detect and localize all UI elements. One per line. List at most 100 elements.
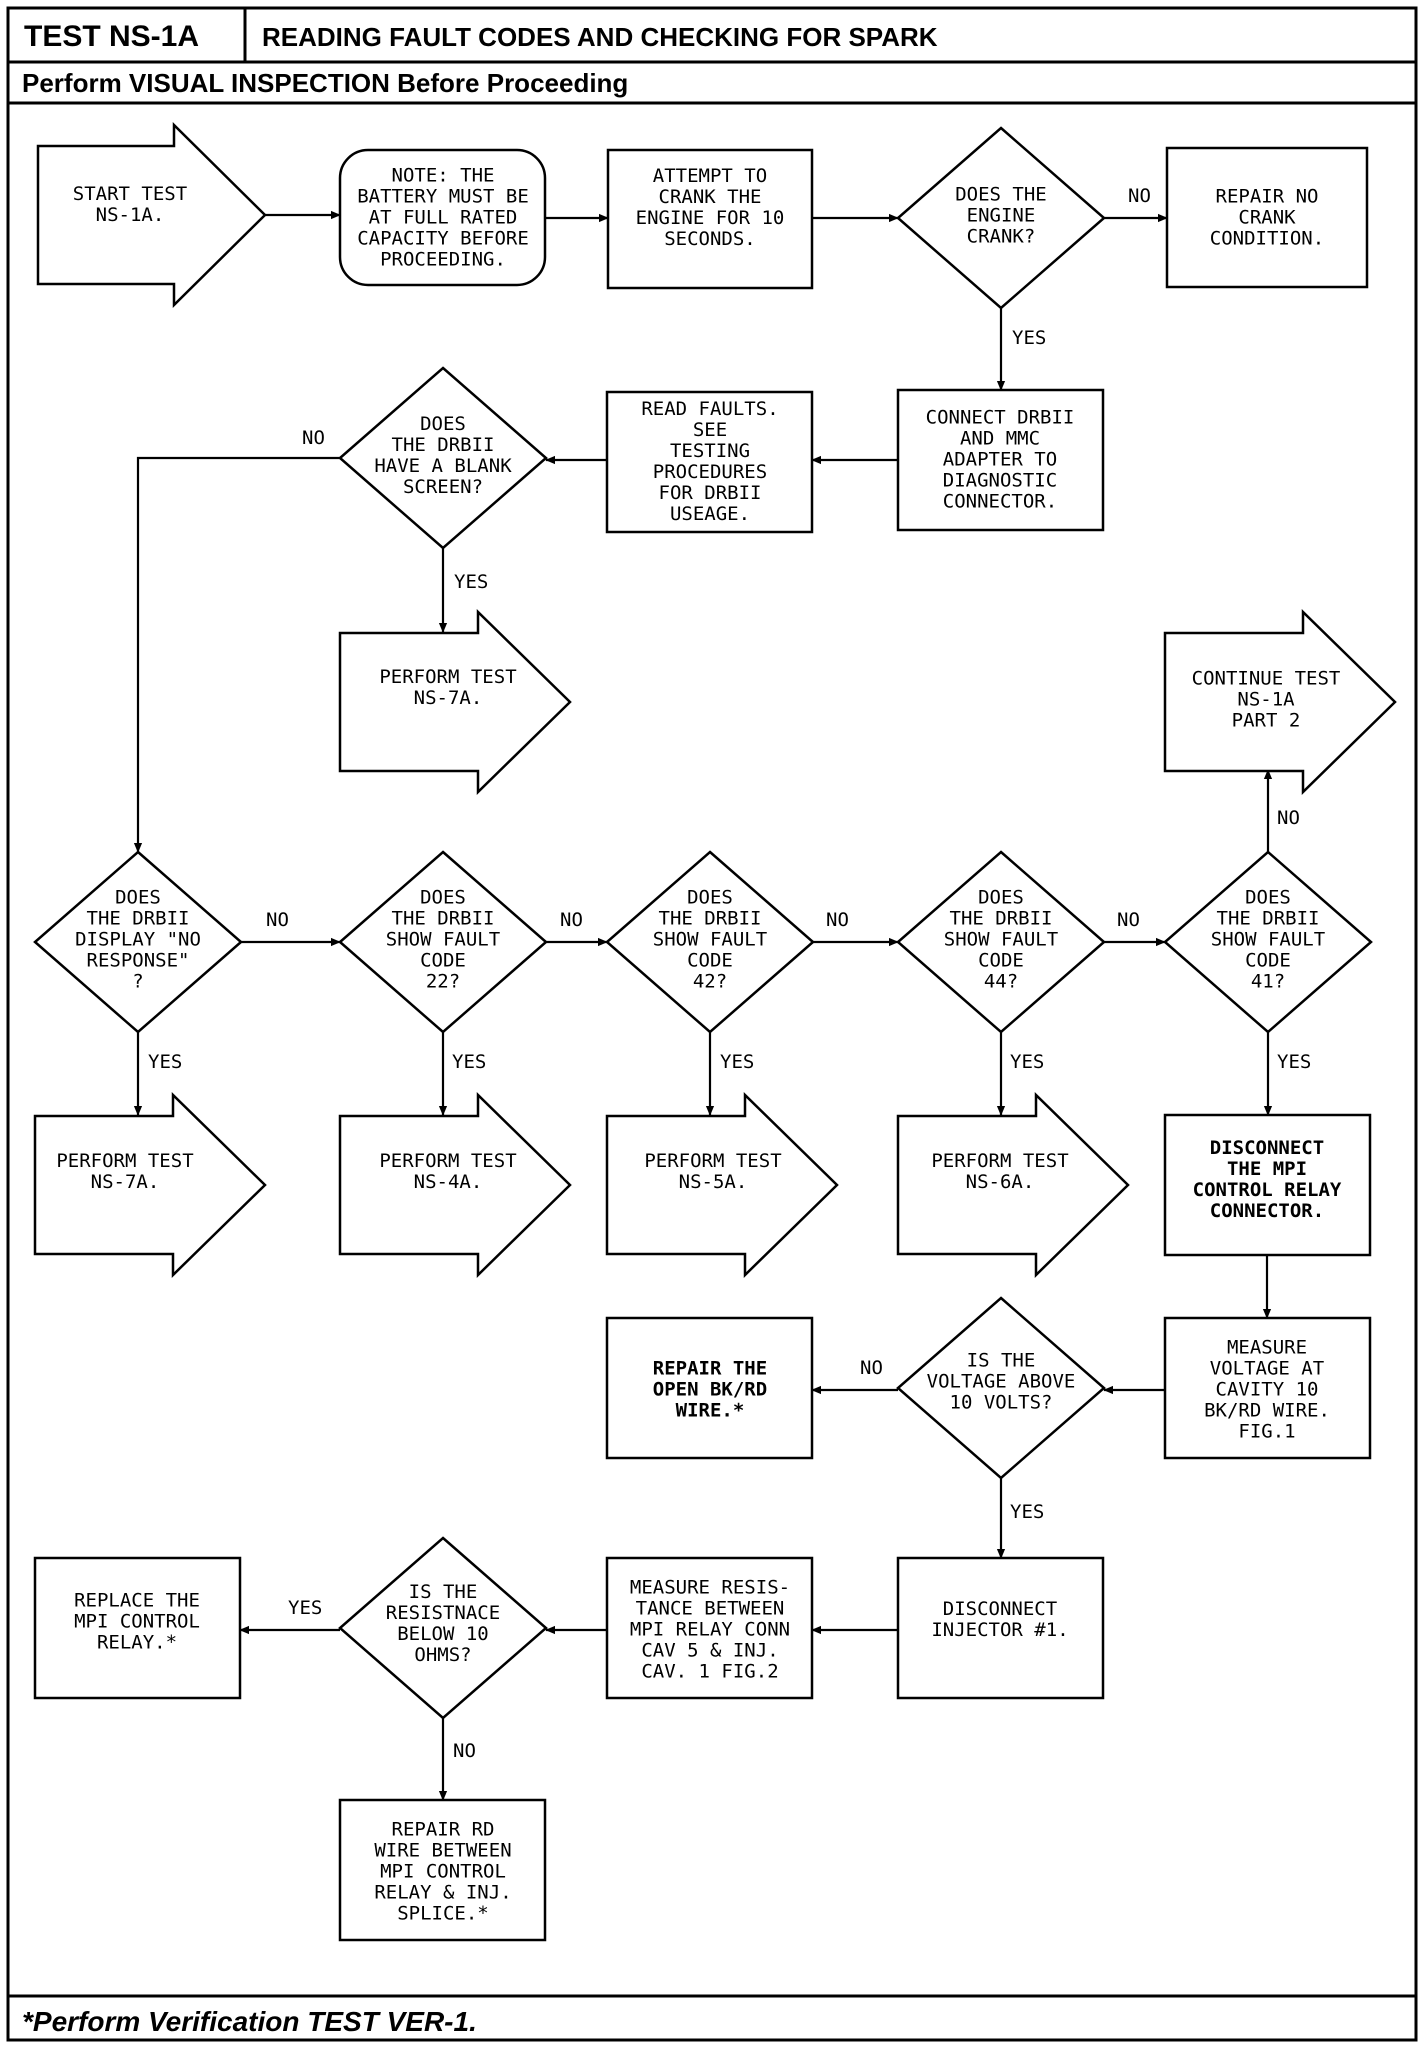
step-text-line: ENGINE bbox=[967, 205, 1036, 227]
diamond-shape bbox=[338, 366, 548, 550]
step-text-line: MPI RELAY CONN bbox=[630, 1619, 790, 1641]
step-text-line: NS-1A. bbox=[96, 204, 165, 226]
step-text-line: ADAPTER TO bbox=[943, 449, 1057, 471]
step-text-line: SPLICE.* bbox=[397, 1903, 489, 1925]
step-text-line: ENGINE FOR 10 bbox=[636, 207, 785, 229]
step-text-line: NS-4A. bbox=[414, 1171, 483, 1193]
connector-label-yes: YES bbox=[288, 1597, 322, 1619]
step-text-line: CONNECTOR. bbox=[1210, 1200, 1324, 1222]
step-text-line: DOES bbox=[115, 887, 161, 909]
step-text-line: THE DRBII bbox=[392, 434, 495, 456]
step-text-line: REPAIR NO bbox=[1216, 186, 1319, 208]
rounded-shape bbox=[338, 148, 547, 287]
arrow-shape bbox=[338, 1092, 572, 1278]
chart-title: READING FAULT CODES AND CHECKING FOR SPA… bbox=[262, 22, 938, 52]
connector-labels: NOYESYESNONOYESNOYESNOYESNOYESNOYESNOYES… bbox=[148, 185, 1311, 1762]
step-text-line: DIAGNOSTIC bbox=[943, 470, 1057, 492]
step-text-line: RELAY.* bbox=[97, 1632, 177, 1654]
diamond-shape bbox=[605, 850, 815, 1034]
box-shape bbox=[896, 1556, 1105, 1700]
step-text-line: REPAIR THE bbox=[653, 1358, 767, 1380]
step-text-line: THE DRBII bbox=[87, 908, 190, 930]
step-text-line: BATTERY MUST BE bbox=[357, 186, 529, 208]
connector-label-yes: YES bbox=[454, 571, 488, 593]
box-shape bbox=[1163, 1316, 1372, 1460]
diamond-shape bbox=[33, 850, 243, 1034]
step-text-line: CAV 5 & INJ. bbox=[641, 1640, 778, 1662]
step-text-line: NS-7A. bbox=[91, 1171, 160, 1193]
diamond-shape bbox=[338, 850, 548, 1034]
step-text-line: PERFORM TEST bbox=[931, 1150, 1068, 1172]
step-text-line: THE MPI bbox=[1227, 1158, 1307, 1180]
step-text-line: FIG.1 bbox=[1238, 1421, 1295, 1443]
step-text-line: SCREEN? bbox=[403, 476, 483, 498]
step-text-line: CRANK? bbox=[967, 226, 1036, 248]
step-text-line: ATTEMPT TO bbox=[653, 165, 767, 187]
step-text-line: VOLTAGE ABOVE bbox=[927, 1371, 1076, 1393]
step-text-line: THE DRBII bbox=[392, 908, 495, 930]
step-text-line: IS THE bbox=[967, 1350, 1036, 1372]
step-text-line: SECONDS. bbox=[664, 228, 756, 250]
step-text-line: BK/RD WIRE. bbox=[1204, 1400, 1330, 1422]
step-text-line: ? bbox=[132, 971, 143, 993]
step-text-line: START TEST bbox=[73, 183, 187, 205]
connector-label-yes: YES bbox=[1010, 1051, 1044, 1073]
footer-note: *Perform Verification TEST VER-1. bbox=[22, 2006, 477, 2037]
step-text-line: DOES bbox=[687, 887, 733, 909]
diamond-shape bbox=[896, 1296, 1106, 1480]
connector-label-no: NO bbox=[826, 909, 849, 931]
arrow-shape bbox=[338, 609, 572, 795]
step-text-line: PART 2 bbox=[1232, 710, 1301, 732]
step-text-line: TANCE BETWEEN bbox=[636, 1598, 785, 1620]
box-shape bbox=[33, 1556, 242, 1700]
step-text-line: THE DRBII bbox=[950, 908, 1053, 930]
step-text-line: PROCEEDING. bbox=[380, 249, 506, 271]
step-text-line: 41? bbox=[1251, 971, 1285, 993]
connector-label-yes: YES bbox=[1012, 327, 1046, 349]
step-text-line: DISCONNECT bbox=[943, 1598, 1057, 1620]
box-shape bbox=[605, 1316, 814, 1460]
step-text-line: CAVITY 10 bbox=[1216, 1379, 1319, 1401]
step-text-line: REPAIR RD bbox=[392, 1819, 495, 1841]
step-text-line: WIRE BETWEEN bbox=[374, 1840, 511, 1862]
step-text-line: USEAGE. bbox=[670, 503, 750, 525]
step-text-line: CODE bbox=[687, 950, 733, 972]
step-text-line: TESTING bbox=[670, 440, 750, 462]
step-text-line: CODE bbox=[978, 950, 1024, 972]
step-text-line: CONNECTOR. bbox=[943, 491, 1057, 513]
connector-label-no: NO bbox=[860, 1357, 883, 1379]
step-text-line: 42? bbox=[693, 971, 727, 993]
step-text-line: NS-7A. bbox=[414, 687, 483, 709]
flow-connectors bbox=[133, 210, 1273, 1801]
step-text-line: NS-1A bbox=[1237, 689, 1295, 711]
diamond-shape bbox=[896, 850, 1106, 1034]
arrow-shape bbox=[896, 1092, 1130, 1278]
connector-label-no: NO bbox=[1117, 909, 1140, 931]
step-text-line: MEASURE RESIS- bbox=[630, 1577, 790, 1599]
step-text-line: NS-5A. bbox=[679, 1171, 748, 1193]
diamond-shape bbox=[896, 126, 1106, 310]
step-text-line: CONTROL RELAY bbox=[1193, 1179, 1342, 1201]
arrow-shape bbox=[605, 1092, 839, 1278]
step-text-line: WIRE.* bbox=[676, 1400, 745, 1422]
step-text-line: HAVE A BLANK bbox=[374, 455, 512, 477]
connector-label-no: NO bbox=[453, 1740, 476, 1762]
step-text-line: CAV. 1 FIG.2 bbox=[641, 1661, 778, 1683]
